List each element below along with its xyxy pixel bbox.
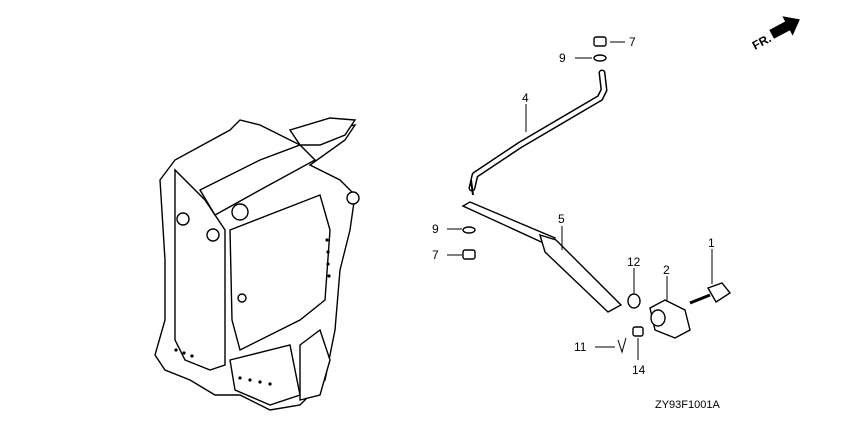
arrow-icon [769,16,800,39]
cotter-pin-part [617,337,627,354]
callout-7-upper: 7 [629,35,636,49]
callout-1: 1 [708,236,715,250]
fr-label: FR. [750,31,774,52]
arm-and-tube [461,201,623,313]
front-direction-indicator: FR. [750,16,800,53]
callout-14: 14 [632,363,646,377]
callout-12: 12 [627,255,641,269]
callout-11: 11 [574,340,587,354]
callout-4: 4 [522,91,529,105]
callout-9-upper: 9 [559,51,566,65]
swivel-bracket-assembly [154,117,360,411]
knob-bolt-part [689,282,732,305]
o-ring-part [627,293,641,309]
leader-lines [447,41,713,360]
rod [468,69,608,196]
callout-7-lower: 7 [432,248,439,262]
callout-9-lower: 9 [432,222,439,236]
nut-small-part [632,326,644,337]
diagram-code: ZY93F1001A [655,399,720,411]
callout-2: 2 [663,263,670,277]
callout-5: 5 [558,212,565,226]
knob-holder-part [649,299,691,339]
nut-upper-part [593,36,607,62]
